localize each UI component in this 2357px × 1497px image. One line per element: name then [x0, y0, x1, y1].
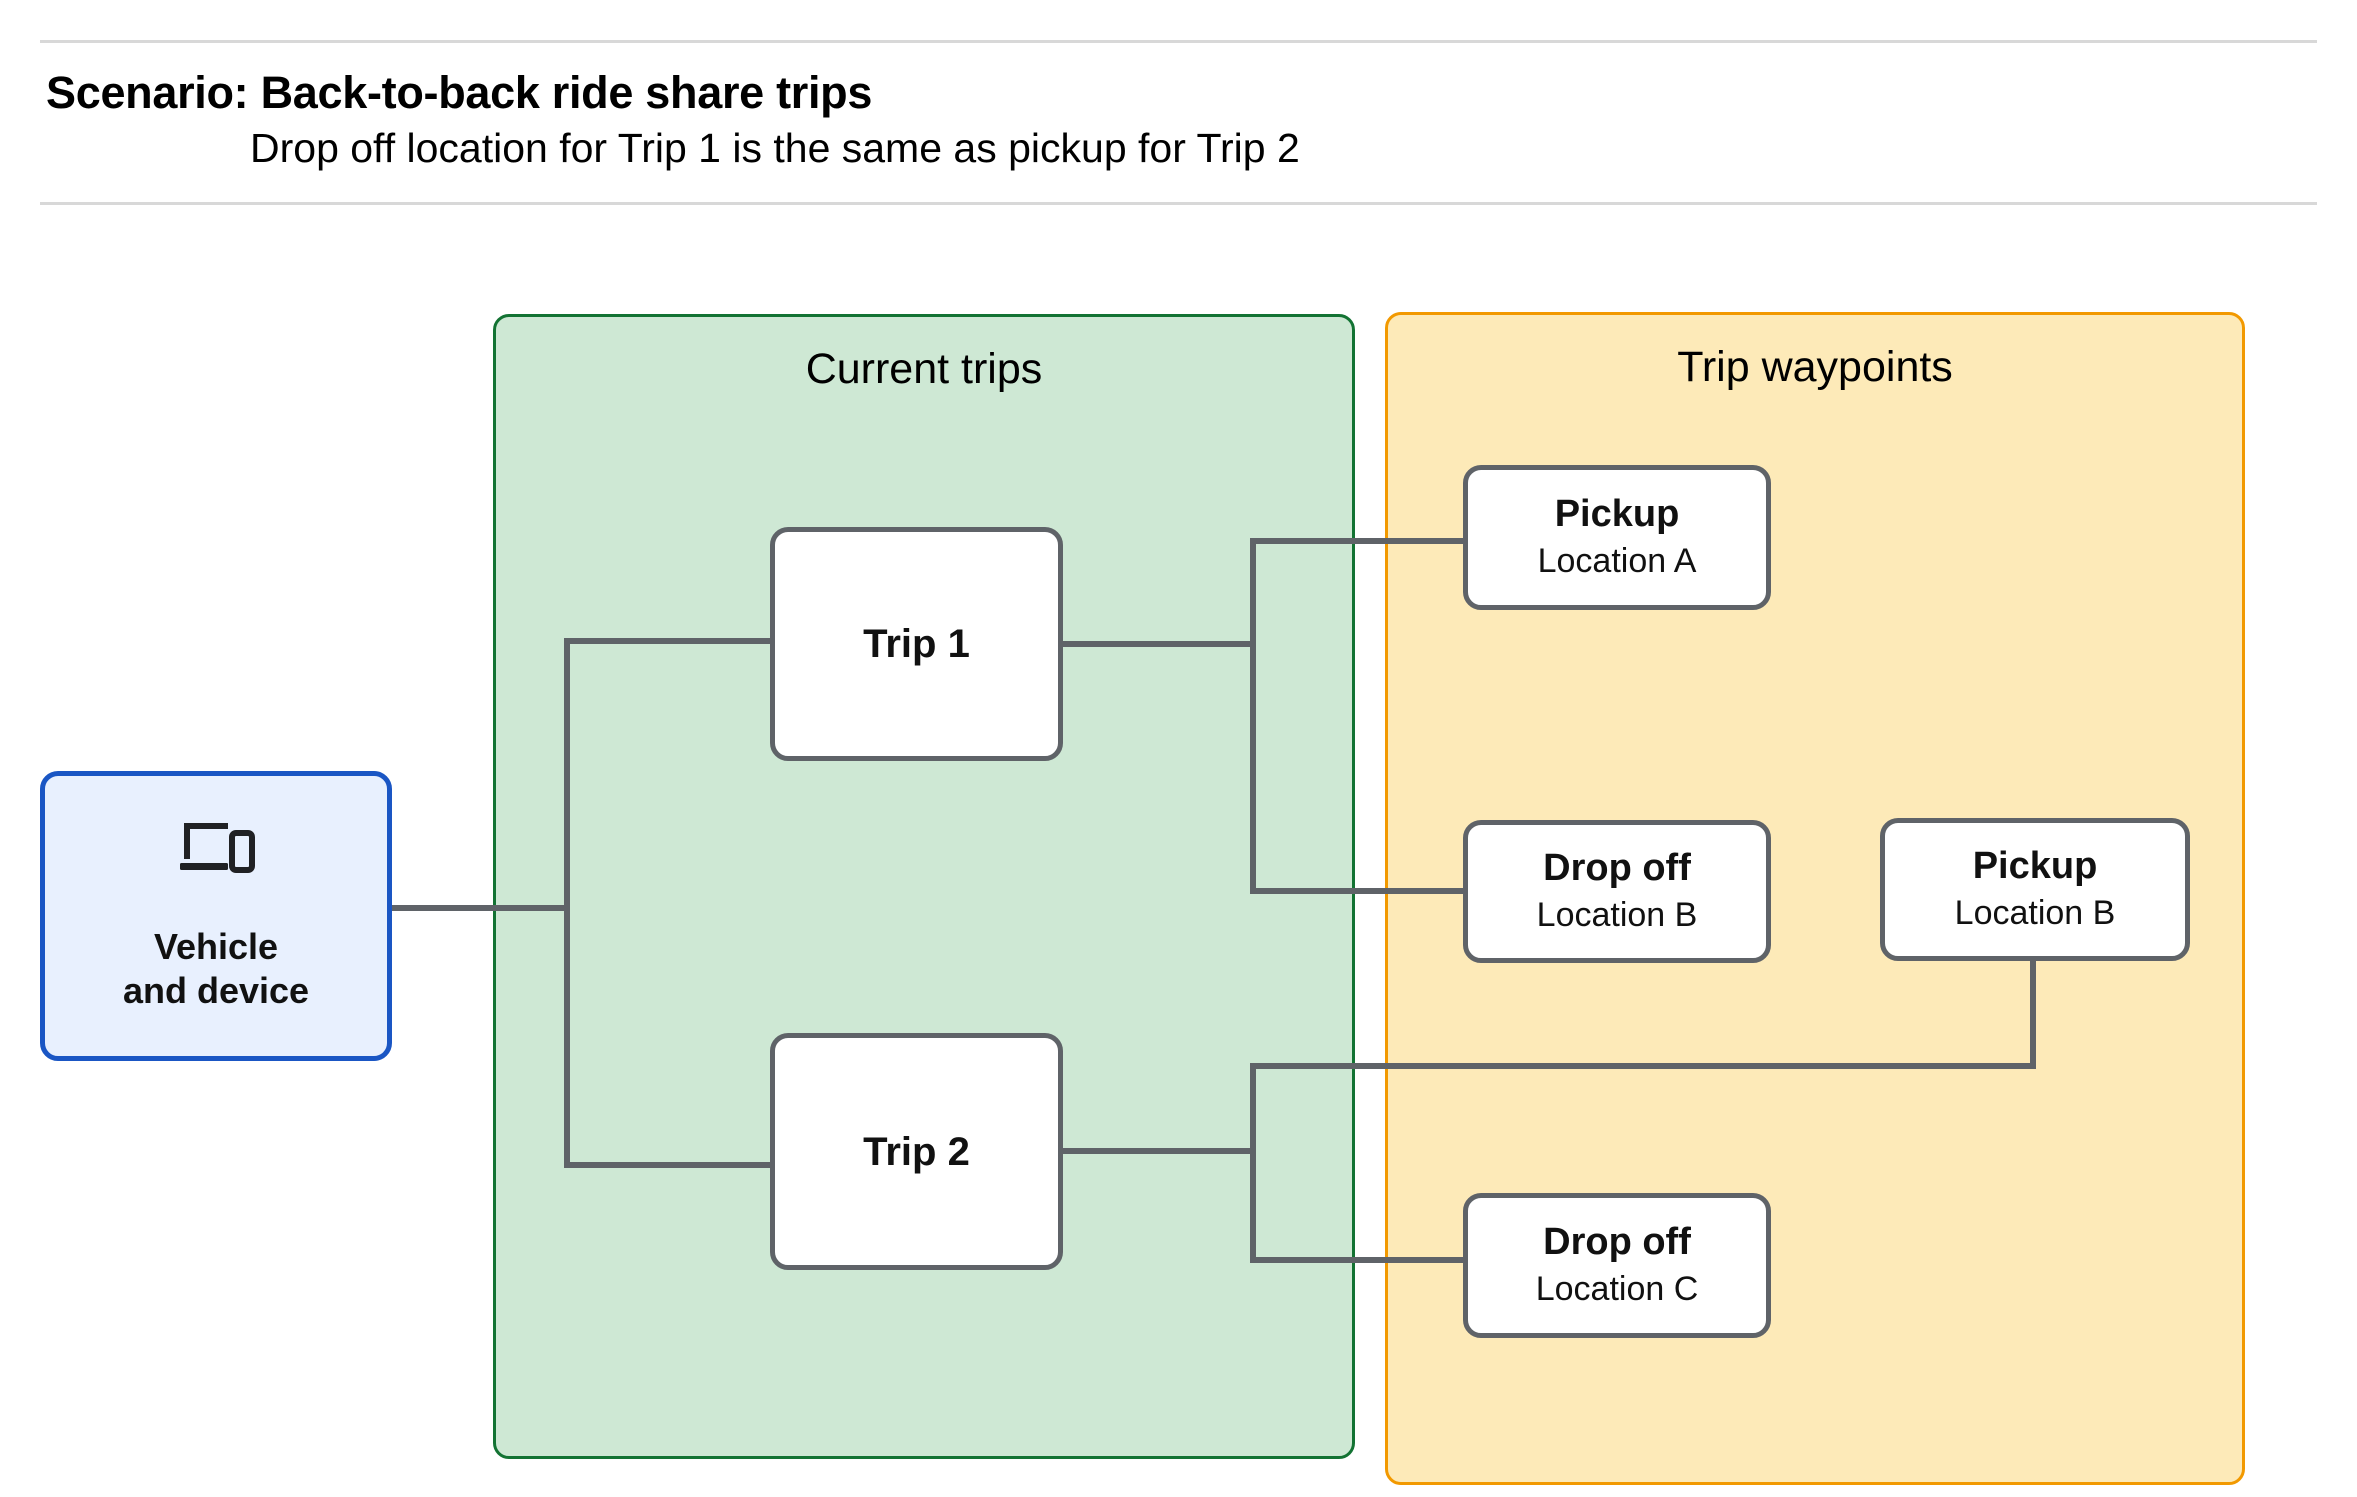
wire-trip2-out: [1058, 1148, 1256, 1154]
page-subtitle: Drop off location for Trip 1 is the same…: [250, 125, 1300, 171]
wire-trip1-to-pickup-a: [1250, 538, 1468, 544]
node-waypoint-dropoff-c[interactable]: Drop off Location C: [1463, 1193, 1771, 1338]
header-rule-top: [40, 40, 2317, 43]
node-waypoint-pickup-a[interactable]: Pickup Location A: [1463, 465, 1771, 610]
wire-trip2-to-pickup-b-vertical: [2030, 957, 2036, 1069]
node-vehicle-and-device[interactable]: Vehicle and device: [40, 771, 392, 1061]
laptop-and-phone-icon: [180, 823, 255, 874]
node-waypoint-dropoff-c-location: Location C: [1535, 1269, 1699, 1308]
node-waypoint-pickup-a-type: Pickup: [1554, 493, 1680, 536]
wire-spine-vertical: [564, 638, 570, 1168]
group-trip-waypoints-title: Trip waypoints: [1677, 343, 1953, 391]
node-trip-2-label: Trip 2: [863, 1129, 970, 1174]
node-waypoint-pickup-a-location: Location A: [1537, 541, 1697, 580]
group-current-trips: Current trips: [493, 314, 1355, 1459]
wire-trip2-to-pickup-b-horizontal: [1250, 1063, 2036, 1069]
node-waypoint-dropoff-c-type: Drop off: [1543, 1221, 1691, 1264]
vehicle-label: Vehicle and device: [123, 925, 309, 1013]
node-waypoint-dropoff-b-type: Drop off: [1543, 847, 1691, 890]
wire-spine-to-trip2: [564, 1162, 776, 1168]
header-rule-bottom: [40, 202, 2317, 205]
node-waypoint-pickup-b[interactable]: Pickup Location B: [1880, 818, 2190, 961]
node-trip-1[interactable]: Trip 1: [770, 527, 1063, 761]
node-trip-1-label: Trip 1: [863, 622, 970, 666]
vehicle-label-line2: and device: [122, 970, 310, 1011]
node-waypoint-dropoff-b[interactable]: Drop off Location B: [1463, 820, 1771, 963]
group-current-trips-title: Current trips: [805, 345, 1043, 393]
wire-vehicle-to-spine: [390, 905, 570, 911]
wire-trip2-to-dropoff-c: [1250, 1257, 1468, 1263]
node-waypoint-dropoff-b-location: Location B: [1536, 895, 1698, 934]
wire-trip1-to-dropoff-b: [1250, 888, 1468, 894]
wire-spine-to-trip1: [564, 638, 776, 644]
page-title: Scenario: Back-to-back ride share trips: [46, 67, 873, 118]
vehicle-label-line1: Vehicle: [153, 926, 279, 968]
node-waypoint-pickup-b-location: Location B: [1954, 893, 2116, 932]
wire-trip2-branch-vertical: [1250, 1063, 1256, 1263]
node-waypoint-pickup-b-type: Pickup: [1972, 845, 2098, 888]
wire-trip1-out: [1058, 641, 1256, 647]
node-trip-2[interactable]: Trip 2: [770, 1033, 1063, 1270]
wire-trip1-branch-vertical: [1250, 538, 1256, 894]
